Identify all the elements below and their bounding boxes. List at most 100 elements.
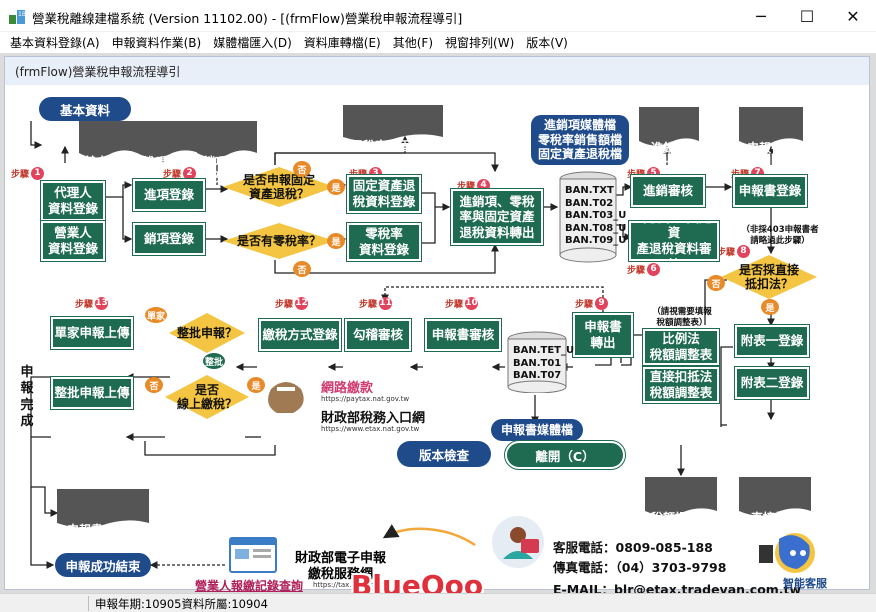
yes-tag: 是 (327, 179, 345, 195)
filing-record-query-link[interactable]: 營業人報繳記錄查詢 (195, 579, 304, 593)
db2-files: BAN.TET_U BAN.T01 BAN.T07 (513, 345, 575, 381)
window-title: 營業稅離線建檔系統 (Version 11102.00) - [(frmFlow… (32, 11, 463, 26)
phone-text: 客服電話：0809-085-188 (553, 540, 713, 555)
io-stats-print-doc[interactable]: 進銷項 統計列印 (639, 107, 699, 170)
step-word: 步驟 (575, 300, 594, 310)
io-stats-print-label: 進銷項 統計列印 (644, 141, 693, 170)
online-pay-title[interactable]: 網路繳款 (321, 381, 374, 396)
leave-button[interactable]: 離開（C） (504, 440, 626, 470)
purchase-deduct-print-doc[interactable]: 進項扣抵 清單列印 (137, 121, 199, 184)
yes-tag: 是 (327, 233, 345, 249)
menu-media-import[interactable]: 媒體檔匯入(D) (213, 35, 292, 50)
agent-data-entry-button[interactable]: 代理人 資料登錄 (40, 180, 106, 222)
efile-url[interactable]: https://tax.nat.gov.tw (313, 581, 389, 589)
step-word: 步驟 (457, 182, 476, 192)
web-page-icon (229, 537, 277, 573)
maximize-button[interactable]: ☐ (799, 6, 815, 26)
smart-service-label[interactable]: 智能客服 (783, 577, 827, 590)
schedule1-entry-button[interactable]: 附表一登錄 (734, 324, 810, 358)
online-pay-url[interactable]: https://paytax.nat.gov.tw (321, 395, 410, 403)
menu-window-arrange[interactable]: 視窗排列(W) (445, 35, 515, 50)
batch-upload-button[interactable]: 整批申報上傳 (50, 376, 134, 410)
receipt-print-doc[interactable]: 申報書收執聯 / 繳納書列印 (57, 489, 149, 552)
direct-deduct-decision: 是否採直接 抵扣法？ (721, 255, 817, 299)
online-pay-decision: 是否 線上繳稅？ (165, 375, 249, 419)
direct-deduct-print-doc[interactable]: 直接扣抵 附表列印 (739, 477, 811, 540)
step-number: 12 (295, 297, 309, 310)
schedule2-entry-button[interactable]: 附表二登錄 (734, 366, 810, 400)
yes-tag: 是 (247, 377, 265, 393)
zero-rate-decision: 是否有零稅率？ (223, 223, 335, 259)
menu-db-convert[interactable]: 資料庫轉檔(E) (303, 35, 381, 50)
io-convert-button[interactable]: 進銷項、零稅 率與固定資產 退稅資料轉出 (450, 188, 544, 246)
flow-window: (frmFlow)營業稅申報流程導引 (4, 56, 870, 602)
online-pay-decision-label: 是否 線上繳稅？ (176, 382, 237, 411)
not-403-note: （非採403申報書者 請略過此步驟） (741, 225, 819, 246)
purchase-entry-button[interactable]: 進項登錄 (132, 178, 206, 212)
single-upload-button[interactable]: 單家申報上傳 (50, 316, 134, 350)
status-period-text: 申報年期:10905資料所屬:10904 (88, 596, 268, 611)
zero-rate-print-doc[interactable]: 零稅率、固定資 產退稅清單列印 (343, 105, 443, 168)
media-files-bubble: 進銷項媒體檔 零稅率銷售額檔 固定資產退稅檔 (531, 115, 629, 165)
pay-method-entry-button[interactable]: 繳稅方式登錄 (258, 318, 342, 352)
receipt-print-label: 申報書收執聯 / 繳納書列印 (66, 523, 139, 552)
proportional-adjust-button[interactable]: 比例法 稅額調整表 (642, 328, 720, 366)
mdi-area: (frmFlow)營業稅申報流程導引 (0, 53, 876, 602)
direct-deduct-decision-label: 是否採直接 抵扣法？ (738, 262, 799, 291)
single-tag: 單家 (145, 307, 167, 323)
no-tag: 否 (707, 275, 725, 291)
fixed-asset-entry-button[interactable]: 固定資產退 稅資料登錄 (346, 174, 422, 214)
tax-adjust-print-label: 稅額調整表 列印 (650, 511, 711, 540)
report-entry-button[interactable]: 申報書登錄 (732, 174, 808, 208)
report-audit-button[interactable]: 申報書審核 (424, 318, 502, 352)
zero-rate-entry-button[interactable]: 零稅率 資料登錄 (346, 222, 422, 262)
batch-tag: 整批 (203, 353, 225, 369)
business-data-entry-button[interactable]: 營業人 資料登錄 (40, 220, 106, 262)
etax-url[interactable]: https://www.etax.nat.gov.tw (321, 425, 420, 433)
sales-list-print-doc[interactable]: 銷項清單 列印 (197, 121, 257, 184)
browser-icon[interactable] (229, 537, 277, 573)
report-export-button[interactable]: 申報書 轉出 (572, 312, 634, 358)
sales-entry-button[interactable]: 銷項登錄 (132, 222, 206, 256)
menu-other[interactable]: 其他(F) (392, 35, 434, 50)
menu-basic-data[interactable]: 基本資料登錄(A) (10, 35, 100, 50)
zero-rate-audit-button[interactable]: 零稅率、固定資 產退稅資料審核 (628, 210, 720, 272)
version-check-button[interactable]: 版本檢查 (397, 441, 491, 467)
chatbot-mascot-icon (759, 533, 815, 573)
step-word: 步驟 (627, 266, 646, 276)
etax-title[interactable]: 財政部稅務入口網 (321, 411, 426, 426)
no-tag: 否 (293, 261, 311, 277)
close-button[interactable]: ✕ (846, 6, 860, 26)
basic-list-print-label: 基本資料 清單列印 (83, 155, 132, 184)
status-empty-segment (8, 596, 84, 611)
basic-data-pill: 基本資料 (39, 97, 131, 121)
smart-service-icon[interactable] (757, 531, 817, 577)
menu-report-ops[interactable]: 申報資料作業(B) (111, 35, 202, 50)
minimize-button[interactable]: ─ (756, 6, 766, 26)
no-tag: 否 (293, 161, 311, 177)
basic-list-print-doc[interactable]: 基本資料 清單列印 (79, 121, 137, 184)
online-pay-logo[interactable] (263, 375, 309, 415)
io-audit-button[interactable]: 進銷審核 (630, 174, 706, 208)
support-person-icon (492, 516, 544, 568)
step-number: 11 (379, 297, 393, 310)
tax-adjust-print-doc[interactable]: 稅額調整表 列印 (645, 477, 717, 540)
step-word: 步驟 (163, 170, 182, 180)
menu-version[interactable]: 版本(V) (526, 35, 568, 50)
report-print-doc[interactable]: 申報書表 列印 (739, 107, 803, 170)
step-word: 步驟 (359, 300, 378, 310)
fixed-asset-decision: 是否申報固定 資產退稅？ (223, 167, 335, 207)
zero-rate-decision-label: 是否有零稅率？ (236, 233, 321, 248)
step-number: 13 (95, 297, 109, 310)
step-word: 步驟 (75, 300, 94, 310)
efile-service-title[interactable]: 財政部電子申報 繳稅服務網 (295, 551, 387, 583)
check-audit-button[interactable]: 勾稽審核 (344, 318, 412, 352)
step-number: 8 (737, 245, 751, 258)
step-number: 10 (465, 297, 479, 310)
direct-adjust-button[interactable]: 直接扣抵法 稅額調整表 (642, 366, 720, 404)
